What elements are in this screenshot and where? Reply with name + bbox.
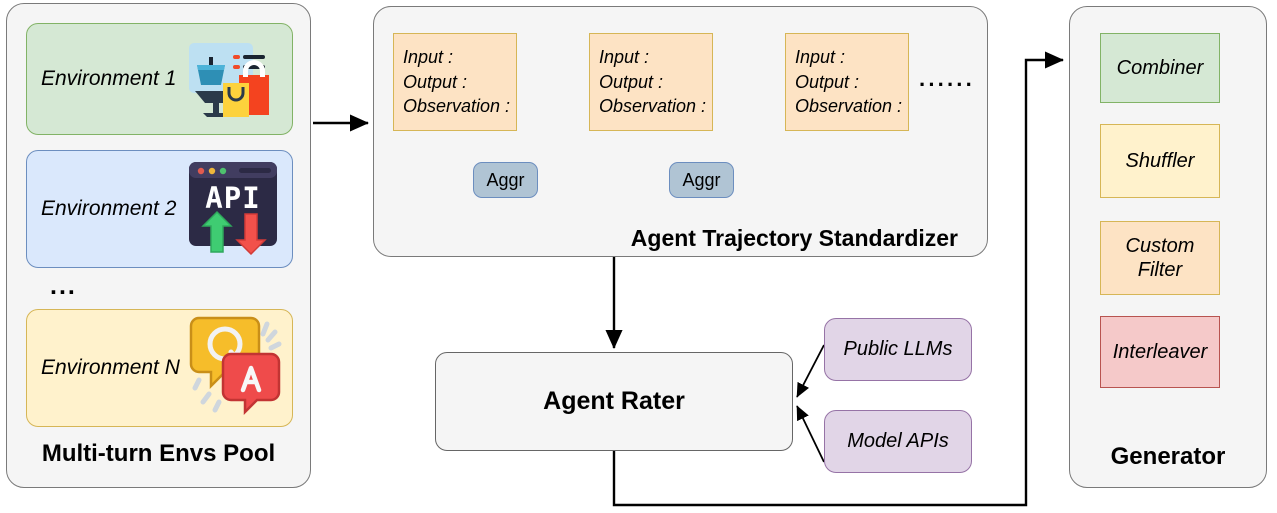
trajectory-step-1-text: Input : Output : Observation : bbox=[403, 46, 511, 117]
agent-rater-box[interactable]: Agent Rater bbox=[435, 352, 793, 451]
trajectory-step-2[interactable]: Input : Output : Observation : bbox=[589, 33, 713, 131]
generator-stage-shuffler[interactable]: Shuffler bbox=[1100, 124, 1220, 198]
generator-stage-shuffler-label: Shuffler bbox=[1125, 150, 1195, 172]
pool-ellipsis: ... bbox=[50, 272, 77, 300]
agent-rater-title: Agent Rater bbox=[543, 387, 685, 415]
trajectory-step-2-text: Input : Output : Observation : bbox=[599, 46, 707, 117]
environment-card-n-label: Environment N bbox=[41, 356, 180, 379]
wire-model-apis-to-rater bbox=[796, 405, 825, 463]
trajectory-step-3-text: Input : Output : Observation : bbox=[795, 46, 903, 117]
generator-stage-interleaver[interactable]: Interleaver bbox=[1100, 316, 1220, 388]
question-answer-icon bbox=[175, 310, 285, 422]
shopping-cart-icon bbox=[187, 41, 279, 119]
model-apis-label: Model APIs bbox=[847, 430, 949, 452]
standardizer-ellipsis: ······ bbox=[919, 72, 975, 97]
environment-card-2-label: Environment 2 bbox=[41, 197, 177, 220]
generator-stage-combiner-label: Combiner bbox=[1116, 57, 1204, 79]
wire-public-llms-to-rater bbox=[796, 344, 825, 398]
public-llms-box[interactable]: Public LLMs bbox=[824, 318, 972, 381]
pool-title: Multi-turn Envs Pool bbox=[41, 440, 276, 467]
trajectory-step-1[interactable]: Input : Output : Observation : bbox=[393, 33, 517, 131]
generator-stage-custom-filter[interactable]: Custom Filter bbox=[1100, 221, 1220, 295]
svg-text:API: API bbox=[205, 181, 260, 215]
api-terminal-icon: API bbox=[185, 160, 281, 258]
generator-title: Generator bbox=[1110, 443, 1226, 470]
aggregator-2-label: Aggr bbox=[682, 169, 721, 190]
generator-stage-combiner[interactable]: Combiner bbox=[1100, 33, 1220, 103]
generator-stage-custom-filter-label: Custom Filter bbox=[1125, 235, 1195, 281]
environment-card-1-label: Environment 1 bbox=[41, 67, 177, 90]
aggregator-2[interactable]: Aggr bbox=[669, 162, 734, 198]
model-apis-box[interactable]: Model APIs bbox=[824, 410, 972, 473]
aggregator-1-label: Aggr bbox=[486, 169, 525, 190]
generator-stage-interleaver-label: Interleaver bbox=[1112, 341, 1208, 363]
public-llms-label: Public LLMs bbox=[843, 338, 953, 360]
aggregator-1[interactable]: Aggr bbox=[473, 162, 538, 198]
standardizer-title: Agent Trajectory Standardizer bbox=[630, 225, 958, 251]
trajectory-step-3[interactable]: Input : Output : Observation : bbox=[785, 33, 909, 131]
